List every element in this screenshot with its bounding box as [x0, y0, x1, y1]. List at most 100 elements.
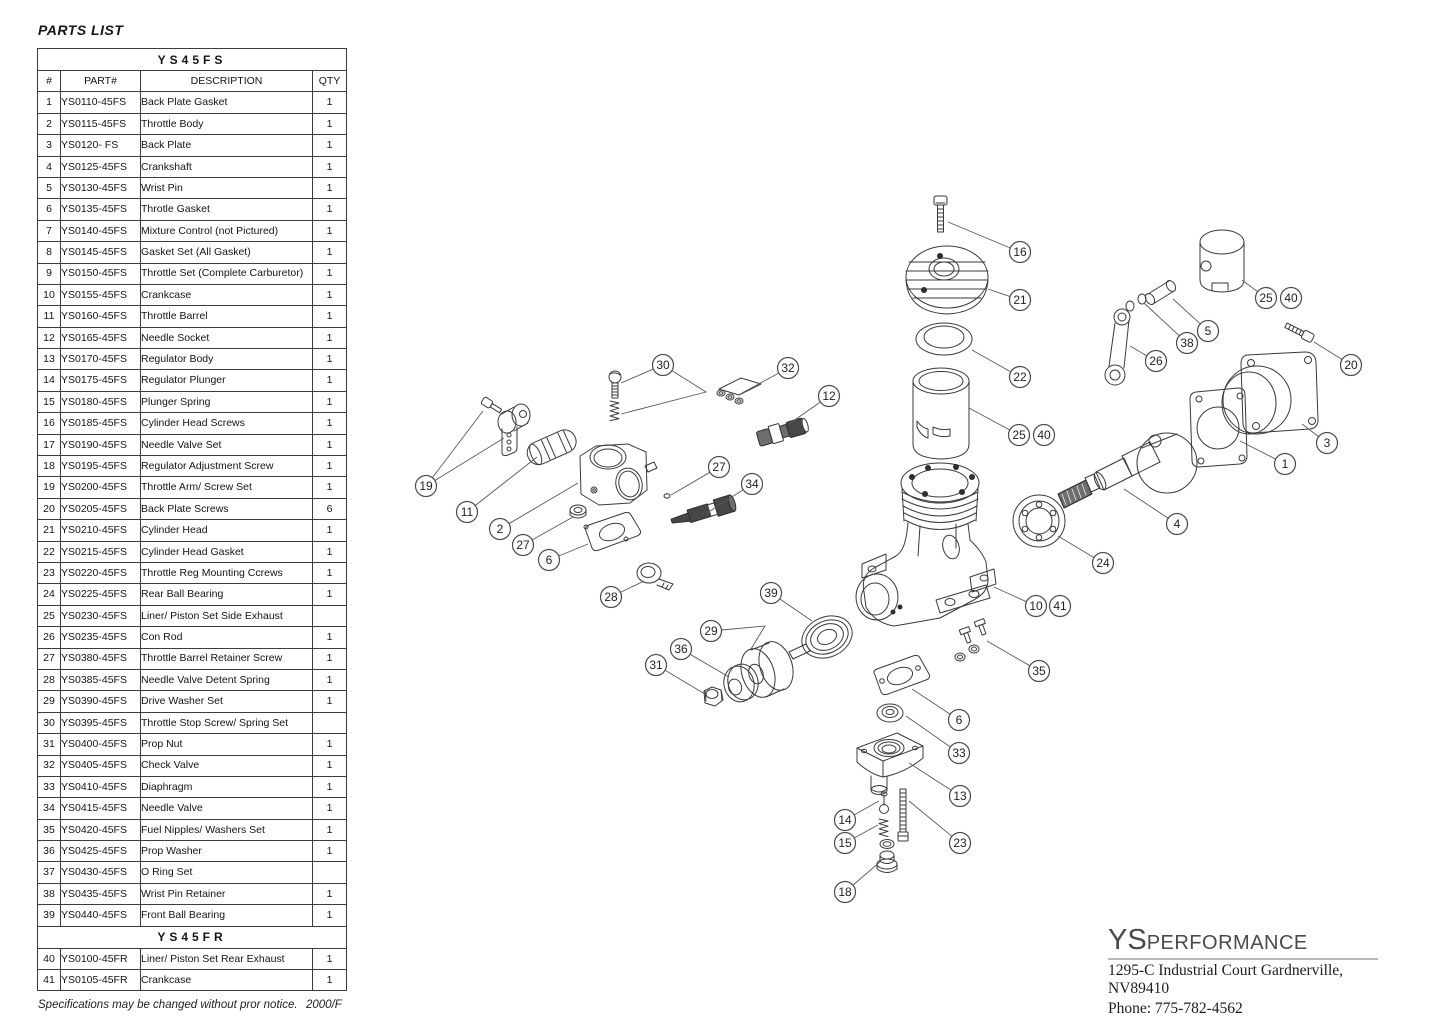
cell-num: 5: [37, 176, 61, 200]
cell-part: YS0120- FS: [60, 134, 141, 157]
cell-part: YS0170-45FS: [60, 348, 141, 371]
part-rear-ball-bearing: [1012, 494, 1066, 548]
part-retainer-dot: [663, 493, 671, 499]
cell-num: 12: [37, 326, 61, 350]
cell-qty: 6: [311, 497, 348, 521]
callout-6: 6: [911, 688, 971, 732]
cell-num: 10: [37, 283, 61, 307]
cell-part: YS0430-45FS: [60, 861, 141, 884]
callout-circle: [776, 356, 800, 380]
callout-circle: [1175, 331, 1199, 355]
callout-1: 1: [1239, 440, 1297, 476]
callout-19: 19: [414, 410, 505, 498]
cell-desc: Throttle Set (Complete Carburetor): [140, 262, 313, 285]
part-reg-mounting-screw: [897, 788, 909, 842]
callout-circle: [1008, 240, 1032, 264]
cell-desc: Front Ball Bearing: [140, 904, 313, 927]
callout-number: 19: [419, 479, 433, 493]
cell-qty: 1: [311, 369, 348, 392]
callout-circle: [669, 637, 693, 661]
cell-num: 25: [37, 604, 61, 628]
callout-35: 35: [986, 640, 1051, 683]
callout-number: 34: [745, 477, 759, 491]
part-cylinder-head: [905, 245, 989, 315]
callout-26: 26: [1129, 345, 1168, 373]
callout-number: 13: [953, 789, 967, 803]
cell-qty: 1: [311, 412, 348, 435]
cell-desc: Fuel Nipples/ Washers Set: [140, 818, 313, 842]
leader-line: [1241, 279, 1258, 293]
callout-4: 4: [1123, 488, 1189, 536]
cell-desc: Throttle Stop Screw/ Spring Set: [140, 711, 313, 735]
callout-2: 2: [488, 482, 579, 541]
cell-desc: Crankcase: [140, 283, 313, 307]
cell-qty: 1: [311, 690, 348, 713]
leader-line: [432, 410, 484, 478]
cell-qty: 1: [311, 969, 348, 992]
part-check-valve-orings: [716, 377, 762, 405]
callout-number: 10: [1029, 599, 1043, 613]
cell-num: 23: [37, 561, 61, 585]
cell-qty: 1: [311, 540, 348, 563]
callout-number: 38: [1180, 336, 1194, 350]
callout-circle: [1091, 551, 1115, 575]
cell-qty: 1: [311, 947, 348, 971]
callout-number: 27: [516, 538, 530, 552]
cell-qty: 1: [311, 176, 348, 200]
part-detent-spring: [636, 562, 674, 591]
cell-part: YS0225-45FS: [60, 583, 141, 606]
cell-part: YS0200-45FS: [60, 476, 141, 499]
callout-number: 39: [764, 586, 778, 600]
cell-desc: Crankshaft: [140, 155, 313, 178]
callout-number: 6: [956, 713, 963, 727]
cell-num: 3: [37, 134, 61, 157]
col-num: #: [37, 69, 61, 93]
callout-16: 16: [947, 221, 1032, 264]
cell-qty: 1: [311, 904, 348, 927]
callout-number: 22: [1013, 370, 1027, 384]
cell-num: 33: [37, 775, 61, 799]
cell-num: 19: [37, 476, 61, 499]
cell-num: 21: [37, 519, 61, 542]
cell-part: YS0420-45FS: [60, 818, 141, 842]
cell-num: 14: [37, 369, 61, 392]
callout-circle: [1027, 659, 1051, 683]
callout-number: 27: [712, 460, 726, 474]
cell-part: YS0435-45FS: [60, 882, 141, 906]
part-crankcase: [855, 462, 997, 627]
callout-27: 27: [511, 516, 574, 557]
leader-line: [706, 489, 744, 514]
cell-qty: 1: [311, 561, 348, 585]
cell-desc: Throttle Arm/ Screw Set: [140, 476, 313, 499]
callout-number: 6: [546, 553, 553, 567]
cell-num: 30: [37, 711, 61, 735]
callout-circle: [644, 653, 668, 677]
callout-6: 6: [537, 543, 589, 572]
part-wrist-pin-retainers: [1125, 293, 1147, 312]
cell-qty: 1: [311, 198, 348, 221]
part-throttle-body: [579, 443, 658, 506]
cell-desc: Needle Valve Set: [140, 433, 313, 457]
cell-part: YS0395-45FS: [60, 711, 141, 735]
callout-circle: [740, 472, 764, 496]
callout-12: 12: [788, 384, 841, 425]
leader-line: [1143, 302, 1180, 337]
leader-line: [852, 860, 882, 886]
callout-number: 35: [1032, 664, 1046, 678]
cell-part: YS0110-45FS: [60, 91, 141, 114]
leader-line: [620, 368, 654, 384]
leader-line: [1172, 298, 1201, 325]
cell-qty: 1: [311, 326, 348, 350]
cell-num: 38: [37, 882, 61, 906]
callout-number: 31: [649, 658, 663, 672]
callout-number: 5: [1205, 324, 1212, 338]
leader-line: [908, 762, 952, 791]
